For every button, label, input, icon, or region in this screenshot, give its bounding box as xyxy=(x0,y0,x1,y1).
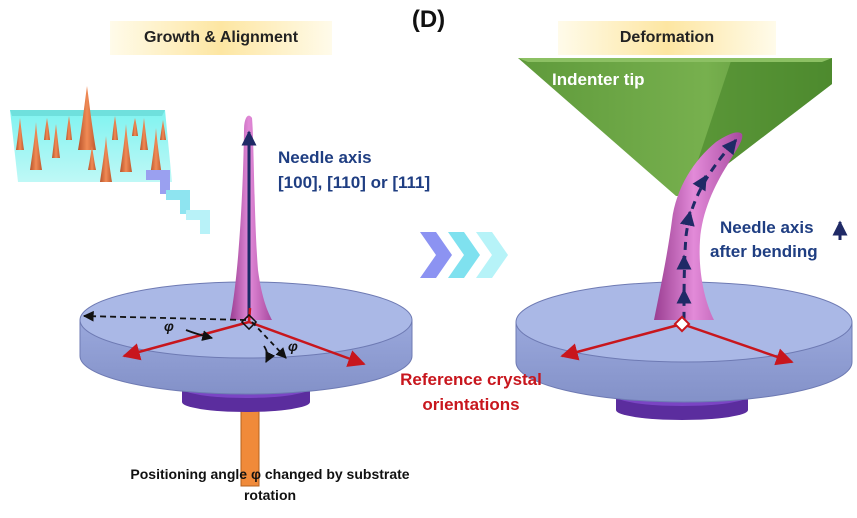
indenter-label: Indenter tip xyxy=(552,70,645,89)
needle-array-inset xyxy=(10,86,172,182)
needle-base-marker-right xyxy=(673,315,691,333)
reference-orientation-arrows-right xyxy=(560,322,794,366)
caption-line2: rotation xyxy=(243,487,297,503)
bent-needle-axis xyxy=(676,138,738,321)
angle-symbol-1: φ xyxy=(164,318,174,334)
panel-label: (D) xyxy=(411,6,446,33)
angle-construction xyxy=(82,310,287,363)
section-title-deformation: Deformation xyxy=(558,21,776,55)
reference-label-line1: Reference crystal xyxy=(400,370,542,389)
reference-label-line2: orientations xyxy=(422,395,520,414)
section-title-growth: Growth & Alignment xyxy=(110,21,332,55)
needle-bent xyxy=(654,132,743,320)
bent-axis-label-line2: after bending xyxy=(710,242,818,261)
chevron-arrows-left xyxy=(146,170,210,234)
bent-axis-label-line1: Needle axis xyxy=(720,218,814,237)
chevron-arrows-middle xyxy=(420,232,508,278)
needle-left xyxy=(230,115,272,320)
needle-axis-label: Needle axis xyxy=(278,148,372,167)
needle-axis-options: [100], [110] or [111] xyxy=(278,173,431,192)
angle-symbol-2: φ xyxy=(288,338,298,354)
needle-base-marker xyxy=(240,313,258,331)
caption-line1: Positioning angle φ changed by substrate xyxy=(130,466,410,482)
